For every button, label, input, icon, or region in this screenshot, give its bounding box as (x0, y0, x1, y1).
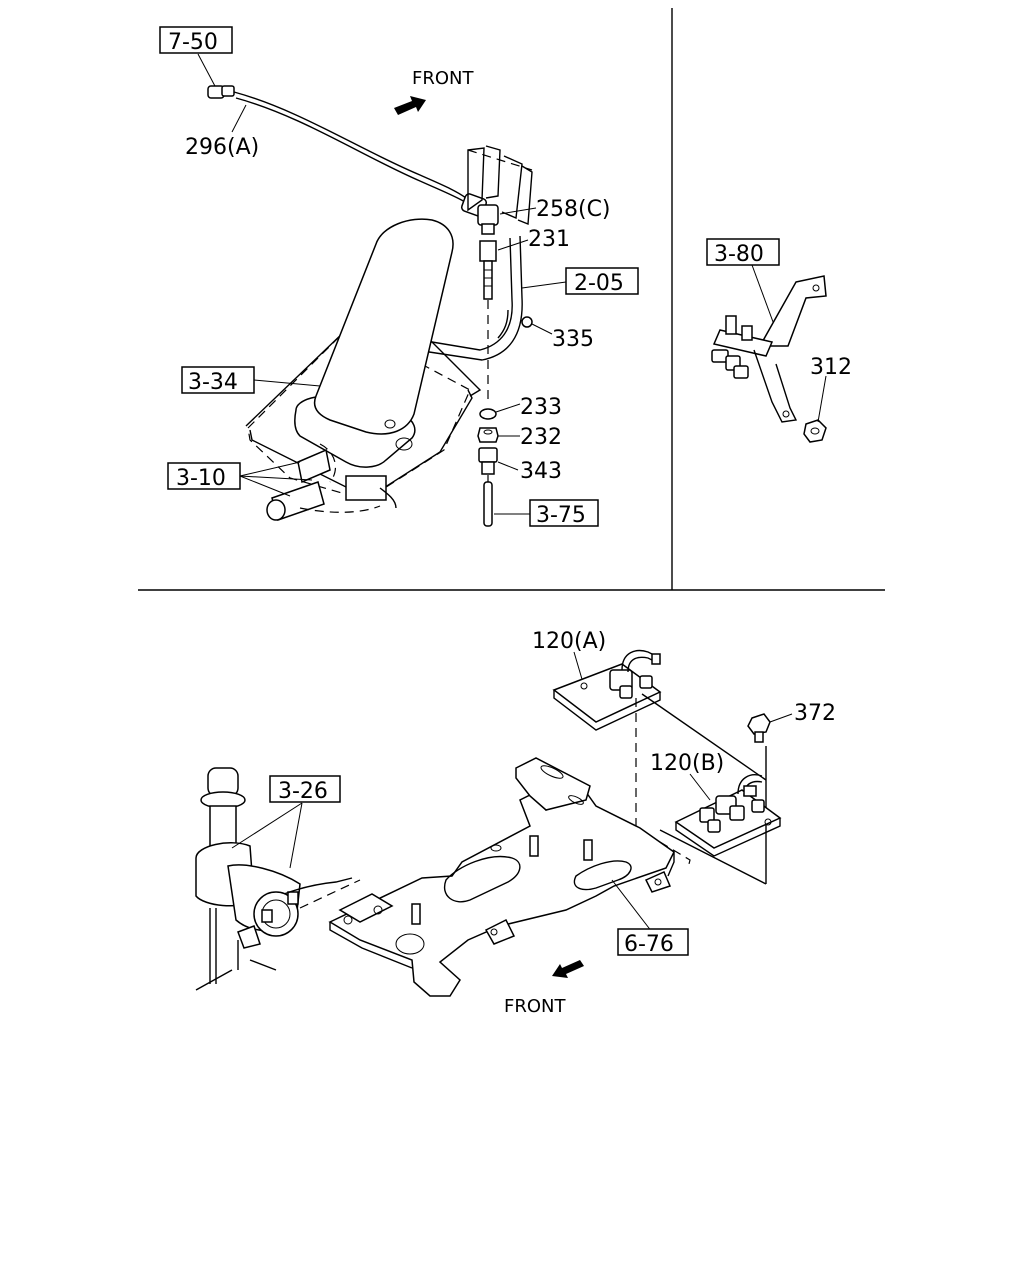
washer-233 (479, 408, 497, 420)
ref-3-34: 3-34 (188, 370, 238, 395)
front-arrow-icon (394, 96, 426, 115)
part-231: 231 (528, 227, 570, 252)
valve-plate-120b (674, 774, 782, 857)
part-120b: 120(B) (650, 751, 724, 776)
part-120a: 120(A) (532, 629, 606, 654)
ref-box-6-76 (617, 928, 689, 956)
valve-plate-120a (552, 649, 662, 731)
ref-box-7-50 (159, 26, 233, 54)
part-296a: 296(A) (185, 135, 259, 160)
front-arrow-bottom-icon (552, 960, 584, 978)
bracket-valve-3-80 (711, 275, 827, 423)
nut-372 (747, 713, 771, 743)
ref-6-76: 6-76 (624, 932, 674, 957)
bracket-2-05 (415, 235, 523, 361)
ref-box-3-75 (529, 499, 599, 527)
ref-3-75: 3-75 (536, 503, 586, 528)
fitting-343 (478, 447, 498, 475)
ref-7-50: 7-50 (168, 30, 218, 55)
front-label-top: FRONT (412, 68, 474, 89)
pipe-296a (233, 91, 467, 199)
mounting-bracket-6-76 (328, 757, 691, 997)
stud-231 (479, 240, 497, 300)
part-372: 372 (794, 701, 836, 726)
part-233: 233 (520, 395, 562, 420)
tube-3-75 (483, 481, 493, 527)
part-343: 343 (520, 459, 562, 484)
control-valve-3-34 (245, 218, 482, 521)
ref-3-26: 3-26 (278, 779, 328, 804)
elbow-fitting-7-50 (207, 85, 235, 99)
part-312: 312 (810, 355, 852, 380)
ref-3-10: 3-10 (176, 466, 226, 491)
nut-232 (477, 427, 499, 443)
ref-3-80: 3-80 (714, 242, 764, 267)
elbow-fitting-258c (460, 193, 499, 235)
ref-box-2-05 (565, 267, 639, 295)
bracket-ribbon (467, 145, 533, 226)
part-335: 335 (552, 327, 594, 352)
ref-box-3-34 (181, 366, 255, 394)
valve-assembly-3-26 (195, 767, 361, 991)
nut-312 (803, 419, 827, 443)
ring-335 (521, 316, 533, 328)
part-232: 232 (520, 425, 562, 450)
ref-2-05: 2-05 (574, 271, 624, 296)
ref-box-3-10 (167, 462, 241, 490)
ref-box-3-80 (706, 238, 780, 266)
front-label-bottom: FRONT (504, 996, 566, 1017)
part-258c: 258(C) (536, 197, 611, 222)
ref-box-3-26 (269, 775, 341, 803)
